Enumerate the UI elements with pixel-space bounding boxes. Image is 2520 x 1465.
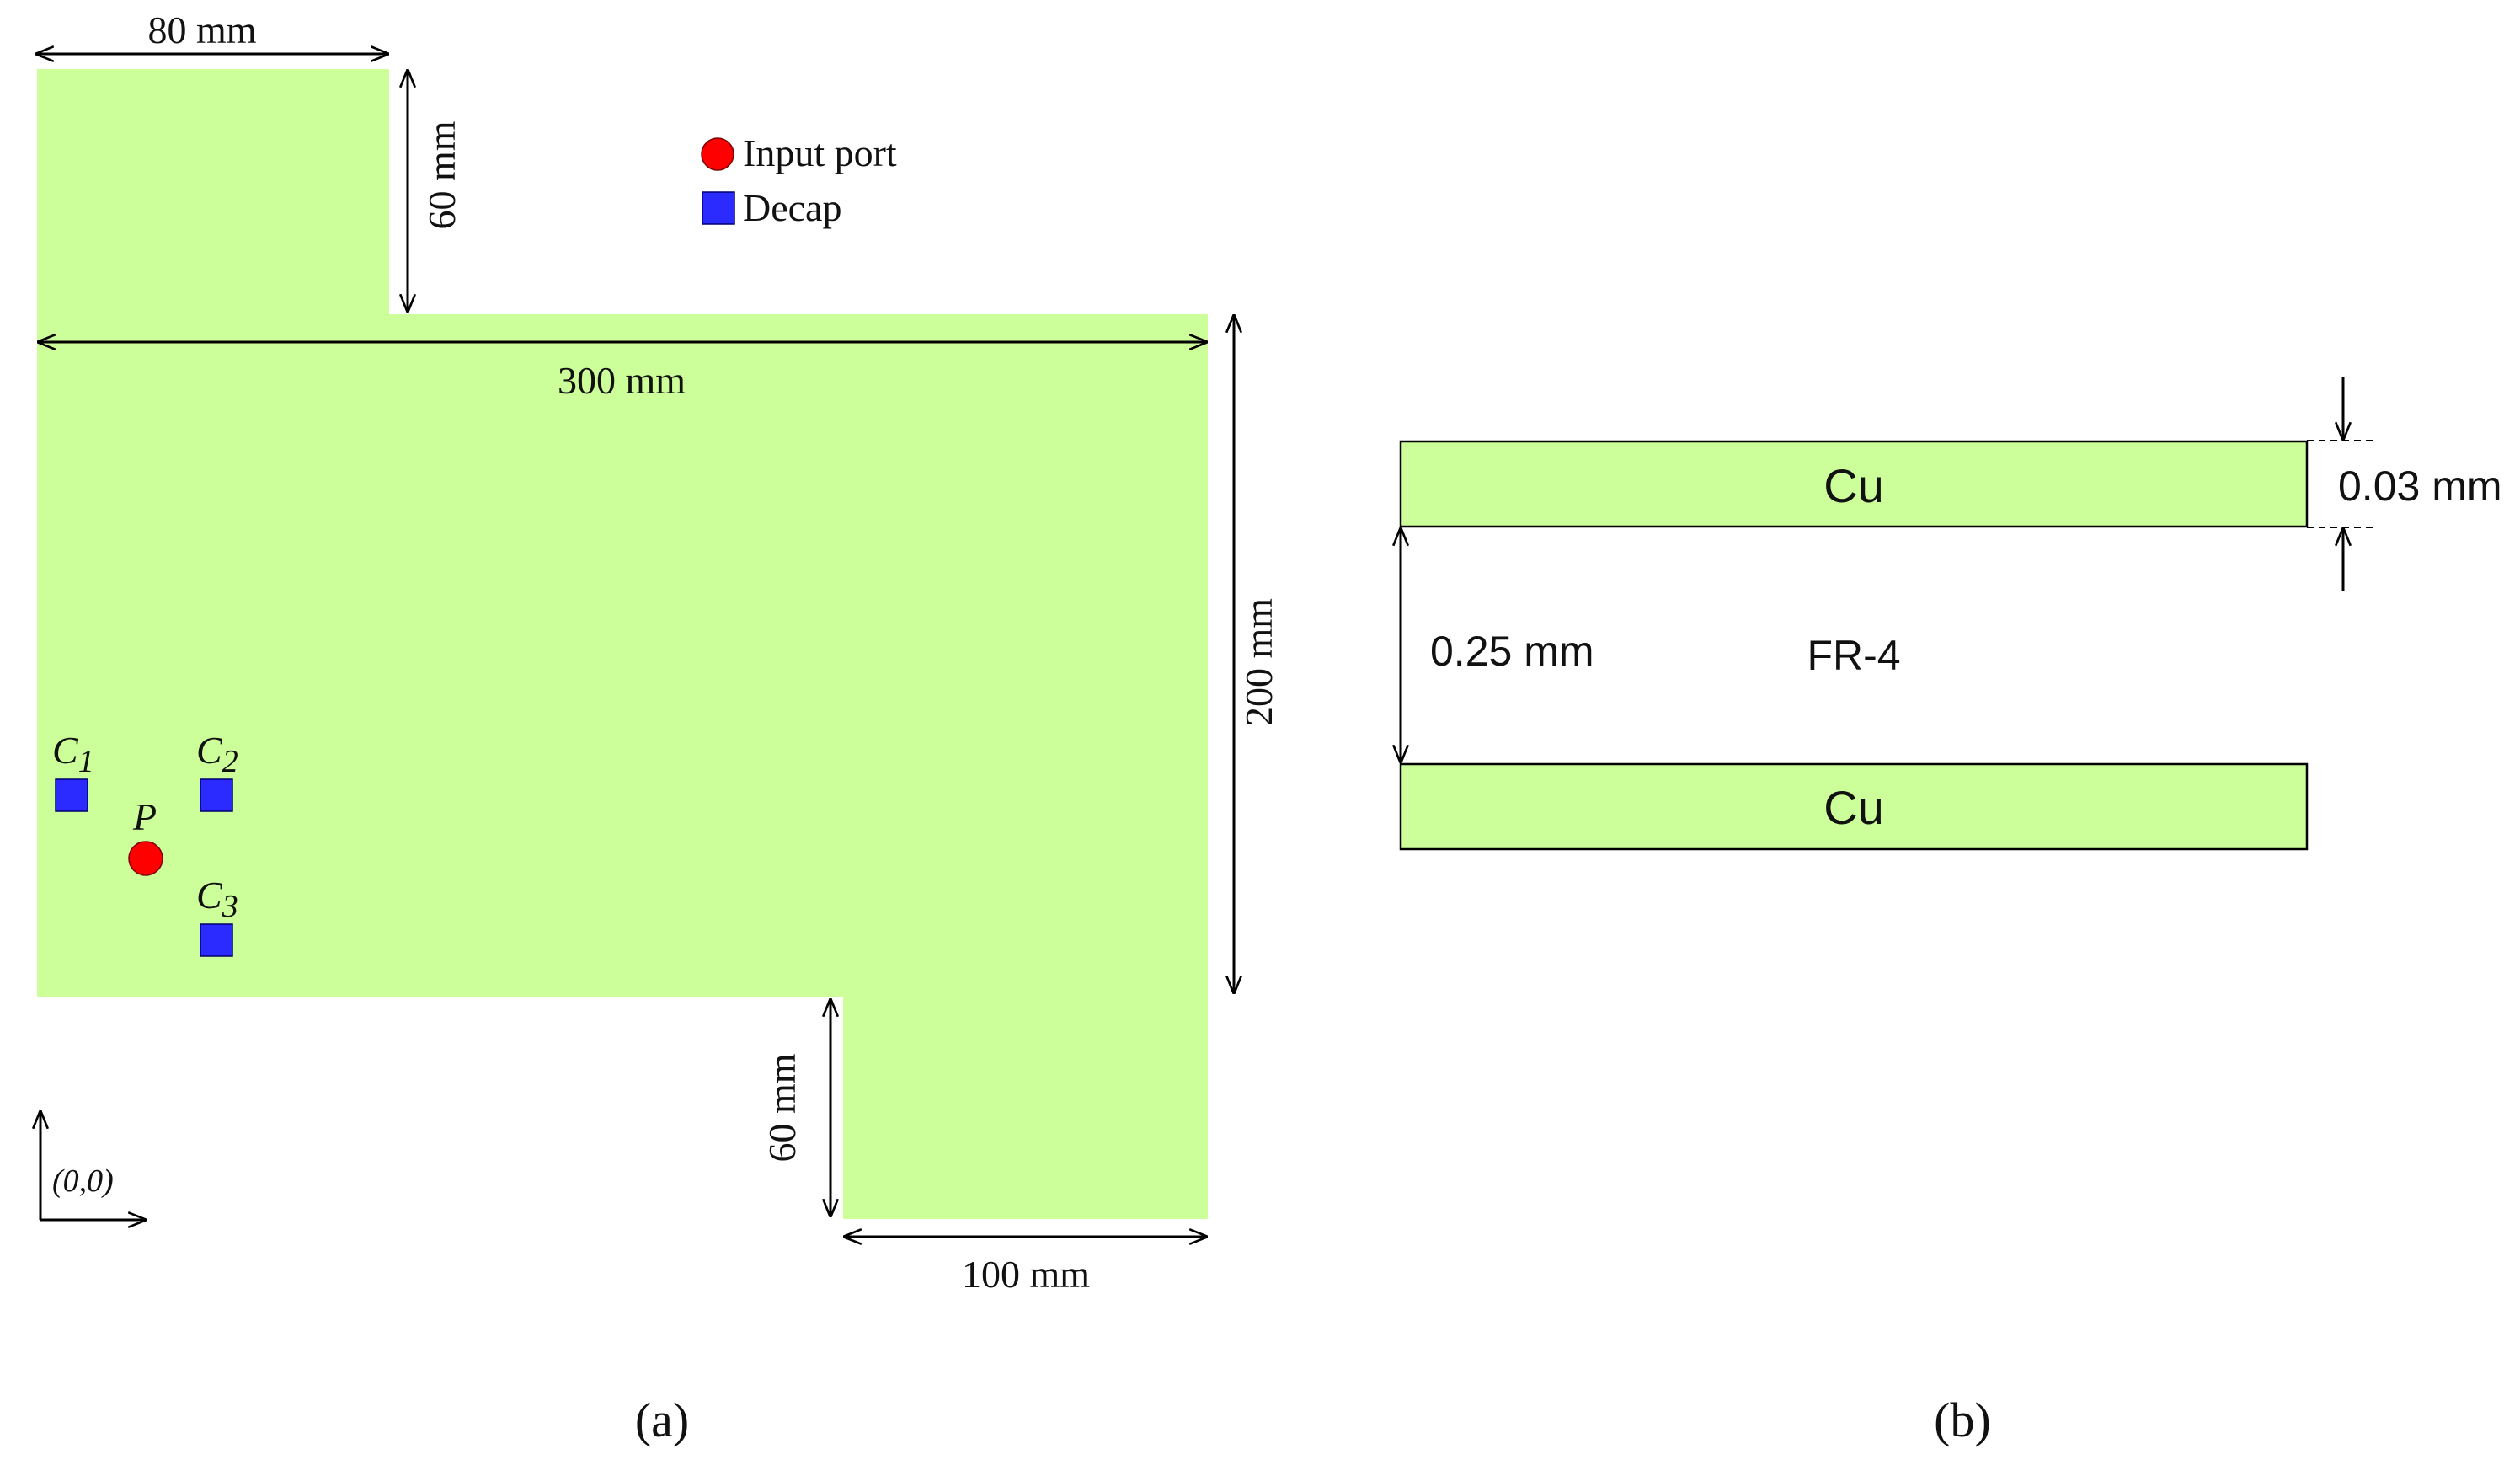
dielectric-label: FR-4 — [1807, 632, 1900, 679]
legend-input-port-label: Input port — [743, 131, 897, 174]
decap-c1-marker — [55, 778, 88, 812]
panel-a: 80 mm 60 mm Input port Decap 300 mm 200 … — [37, 8, 1280, 1447]
legend-decap-marker — [702, 191, 735, 225]
decap-c1-label: C1 — [52, 729, 94, 779]
dim-label-top-width: 80 mm — [147, 8, 256, 51]
dim-label-top-height: 60 mm — [420, 120, 463, 229]
input-port-label: P — [132, 795, 157, 838]
copper-layer-top — [1399, 440, 2309, 528]
decap-c1-name: C — [52, 729, 79, 772]
decap-c3-name: C — [196, 874, 223, 917]
input-port-marker — [128, 841, 163, 876]
decap-c3: C3 — [196, 874, 238, 957]
dim-label-copper: 0.03 mm — [2338, 462, 2502, 510]
dim-label-bottom-height: 60 mm — [761, 1053, 804, 1162]
input-port-p: P — [128, 795, 163, 876]
decap-c3-sub: 3 — [222, 889, 238, 924]
copper-label-top: Cu — [1823, 459, 1884, 512]
decap-c2-sub: 2 — [222, 744, 238, 779]
origin-axes: (0,0) — [40, 1112, 145, 1220]
decap-c1: C1 — [52, 729, 94, 812]
legend-input-port-marker — [701, 137, 734, 171]
decap-c2-name: C — [196, 729, 223, 772]
caption-b: (b) — [1934, 1393, 1991, 1447]
decap-c3-label: C3 — [196, 874, 238, 924]
copper-label-bottom: Cu — [1823, 781, 1884, 834]
decap-c2-marker — [200, 778, 233, 812]
dim-label-bottom-width: 100 mm — [962, 1253, 1090, 1296]
legend-decap-label: Decap — [743, 186, 841, 229]
dim-label-main-width: 300 mm — [558, 359, 686, 402]
decap-c3-marker — [200, 923, 233, 957]
panel-b: Cu Cu FR-4 0.25 mm 0.03 mm (b) — [1401, 377, 2502, 1447]
decap-c2: C2 — [196, 729, 238, 812]
copper-layer-bottom — [1399, 762, 2309, 851]
dim-label-main-height: 200 mm — [1237, 598, 1280, 726]
origin-label: (0,0) — [52, 1163, 114, 1199]
decap-c2-label: C2 — [196, 729, 238, 779]
caption-a: (a) — [635, 1393, 689, 1447]
dim-label-dielectric: 0.25 mm — [1430, 628, 1594, 675]
legend: Input port Decap — [701, 131, 897, 229]
decap-c1-sub: 1 — [78, 744, 94, 779]
pcb-plane-shape — [37, 69, 1208, 1219]
